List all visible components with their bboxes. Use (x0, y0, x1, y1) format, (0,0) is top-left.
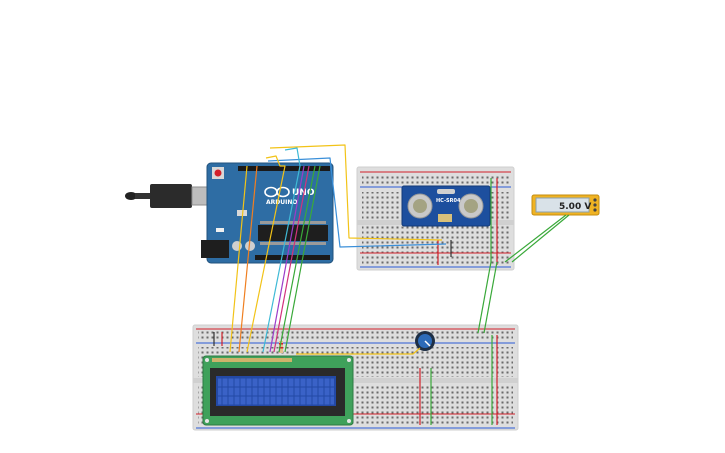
arduino-brand-label: ARDUINO (266, 199, 297, 206)
wire-magenta-1 (273, 165, 310, 353)
wire-green-link-2 (483, 261, 498, 334)
wire-probe-1 (504, 214, 567, 263)
wire-orange-1 (238, 165, 258, 353)
analog-header (255, 255, 330, 260)
potentiometer[interactable] (415, 331, 435, 351)
wire-yellow-2 (246, 155, 286, 353)
microcontroller-chip (258, 225, 328, 241)
lcd-pin-header (212, 358, 292, 362)
wire-cyan-1 (262, 147, 301, 353)
wire-yellow-sensor (269, 144, 443, 241)
power-jack (201, 240, 229, 258)
reset-button[interactable] (214, 169, 222, 177)
arduino-logo-icon (264, 186, 290, 198)
wire-probe-2 (511, 214, 570, 263)
ultrasonic-sensor[interactable]: HC-SR04 (401, 185, 491, 227)
wire-yellow-pot (296, 347, 421, 355)
sensor-label: HC-SR04 (436, 198, 461, 204)
wires (213, 144, 570, 425)
wire-green-1 (278, 165, 316, 353)
lcd-display[interactable] (202, 355, 354, 426)
wire-green-2 (284, 165, 321, 353)
wire-purple-1 (269, 165, 305, 353)
multimeter-reading: 5.00 V (559, 202, 591, 212)
wire-yellow-1 (229, 165, 248, 353)
wire-green-link-1 (477, 261, 492, 334)
multimeter[interactable]: 5.00 V (531, 194, 600, 216)
